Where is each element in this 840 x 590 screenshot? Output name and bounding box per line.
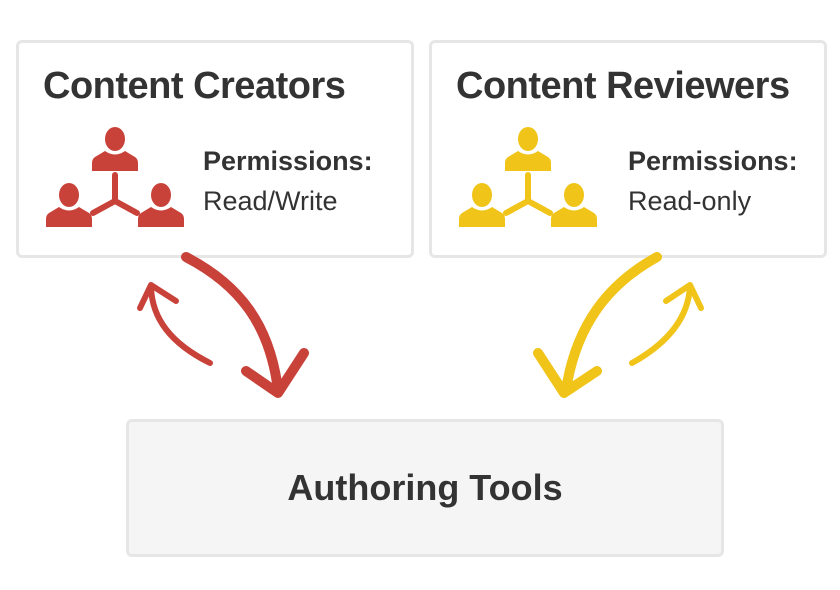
arrow-tools-to-creators bbox=[148, 284, 213, 366]
arrow-reviewers-to-tools bbox=[561, 252, 662, 395]
arrow-creators-to-tools bbox=[181, 252, 283, 395]
arrowhead-reviewers-to-tools bbox=[533, 348, 602, 398]
permissions-label: Permissions: bbox=[628, 146, 798, 176]
content-reviewers-title: Content Reviewers bbox=[456, 65, 790, 107]
arrow-tools-to-reviewers bbox=[629, 284, 693, 366]
permissions-value: Read-only bbox=[628, 186, 752, 216]
authoring-tools-title: Authoring Tools bbox=[287, 467, 563, 508]
content-reviewers-card: Content Reviewers Permissions: Read-only bbox=[429, 40, 827, 258]
permissions-label: Permissions: bbox=[203, 146, 373, 176]
creators-permissions: Permissions: Read/Write bbox=[203, 141, 373, 221]
reviewers-permissions: Permissions: Read-only bbox=[628, 141, 798, 221]
content-creators-card: Content Creators Permissions: Read/Write bbox=[16, 40, 414, 258]
authoring-tools-box: Authoring Tools bbox=[126, 419, 724, 557]
arrowhead-tools-to-reviewers bbox=[663, 282, 704, 311]
permissions-value: Read/Write bbox=[203, 186, 338, 216]
user-group-icon bbox=[46, 127, 184, 227]
arrowhead-creators-to-tools bbox=[241, 348, 309, 398]
content-creators-title: Content Creators bbox=[43, 65, 346, 107]
user-group-icon bbox=[459, 127, 597, 227]
arrowhead-tools-to-creators bbox=[137, 282, 179, 311]
